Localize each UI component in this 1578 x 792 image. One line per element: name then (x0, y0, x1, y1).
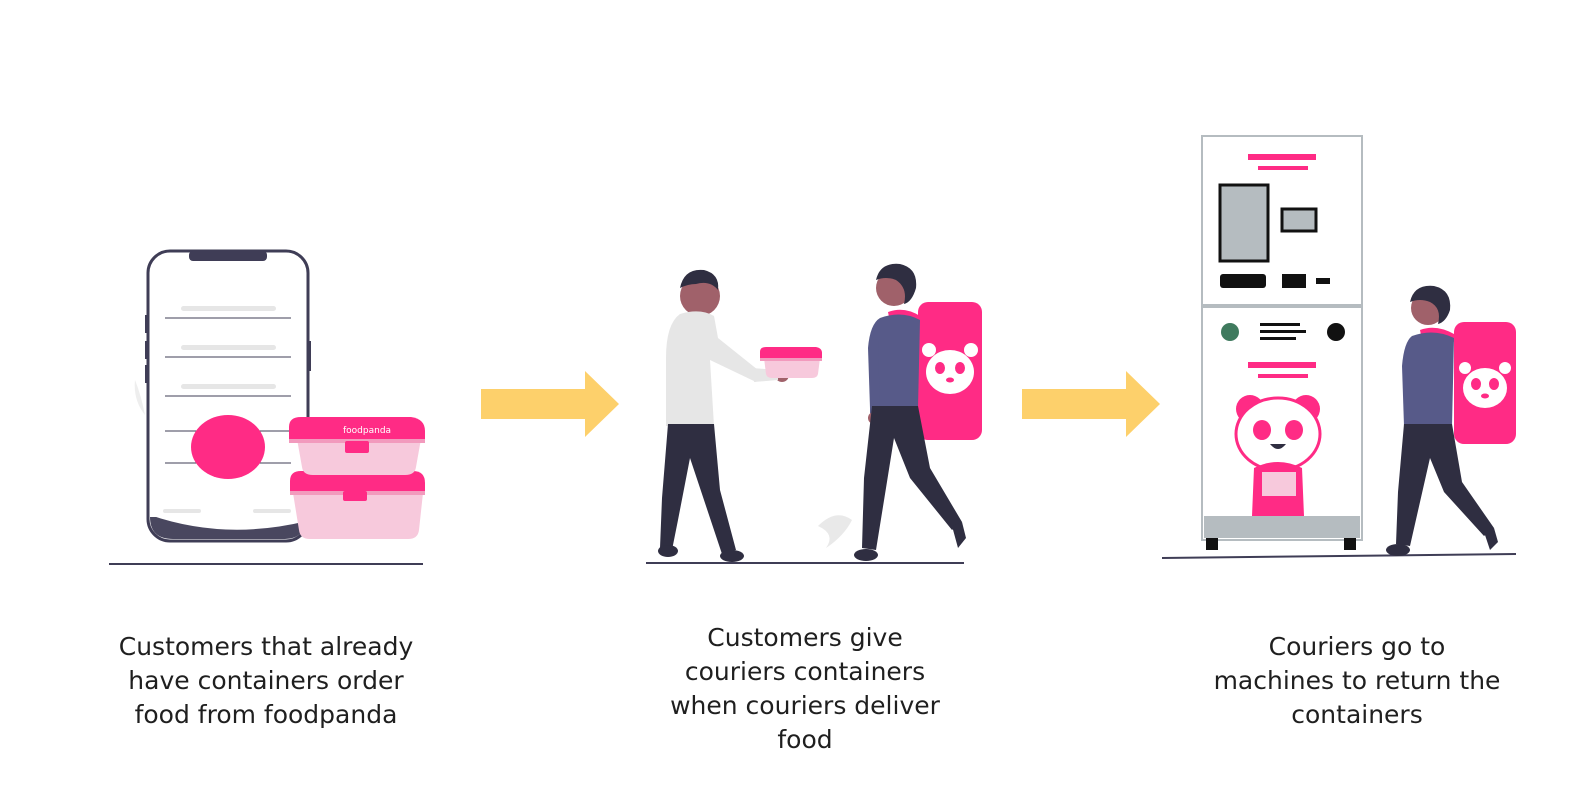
caption-line: food from foodpanda (134, 700, 398, 729)
panda-logo-icon (1234, 395, 1322, 516)
person-icon (658, 269, 789, 562)
step1-illustration: foodpanda (109, 249, 425, 565)
smartphone-icon (145, 249, 311, 543)
vending-machine-icon (1201, 135, 1363, 550)
caption-line: machines to return the (1213, 666, 1501, 695)
step1-caption: Customers that already have containers o… (76, 630, 456, 732)
panda-logo-icon (1459, 362, 1511, 408)
caption-line: food (777, 725, 833, 754)
step2-caption: Customers give couriers containers when … (620, 621, 990, 757)
phone-pink-circle (191, 415, 265, 479)
caption-line: containers (1291, 700, 1423, 729)
caption-line: Customers that already (118, 632, 414, 661)
caption-line: Couriers go to (1268, 632, 1446, 661)
caption-line: have containers order (128, 666, 404, 695)
container-logo-text: foodpanda (343, 426, 391, 436)
arrow-right-icon (1022, 371, 1160, 437)
step3-caption: Couriers go to machines to return the co… (1170, 630, 1544, 732)
caption-line: Customers give (707, 623, 903, 652)
ground-line (1161, 553, 1517, 559)
food-container-icon: foodpanda (289, 417, 425, 539)
person-icon (1386, 285, 1516, 556)
step2-illustration (646, 263, 982, 564)
step3-illustration (1161, 135, 1517, 559)
caption-line: when couriers deliver (670, 691, 940, 720)
leaf-decoration (134, 380, 145, 415)
person-icon (854, 263, 982, 561)
caption-line: couriers containers (684, 657, 926, 686)
arrow-right-icon (481, 371, 619, 437)
leaf-decoration (818, 515, 852, 548)
panda-logo-icon (922, 343, 978, 394)
food-container-icon (760, 347, 822, 378)
